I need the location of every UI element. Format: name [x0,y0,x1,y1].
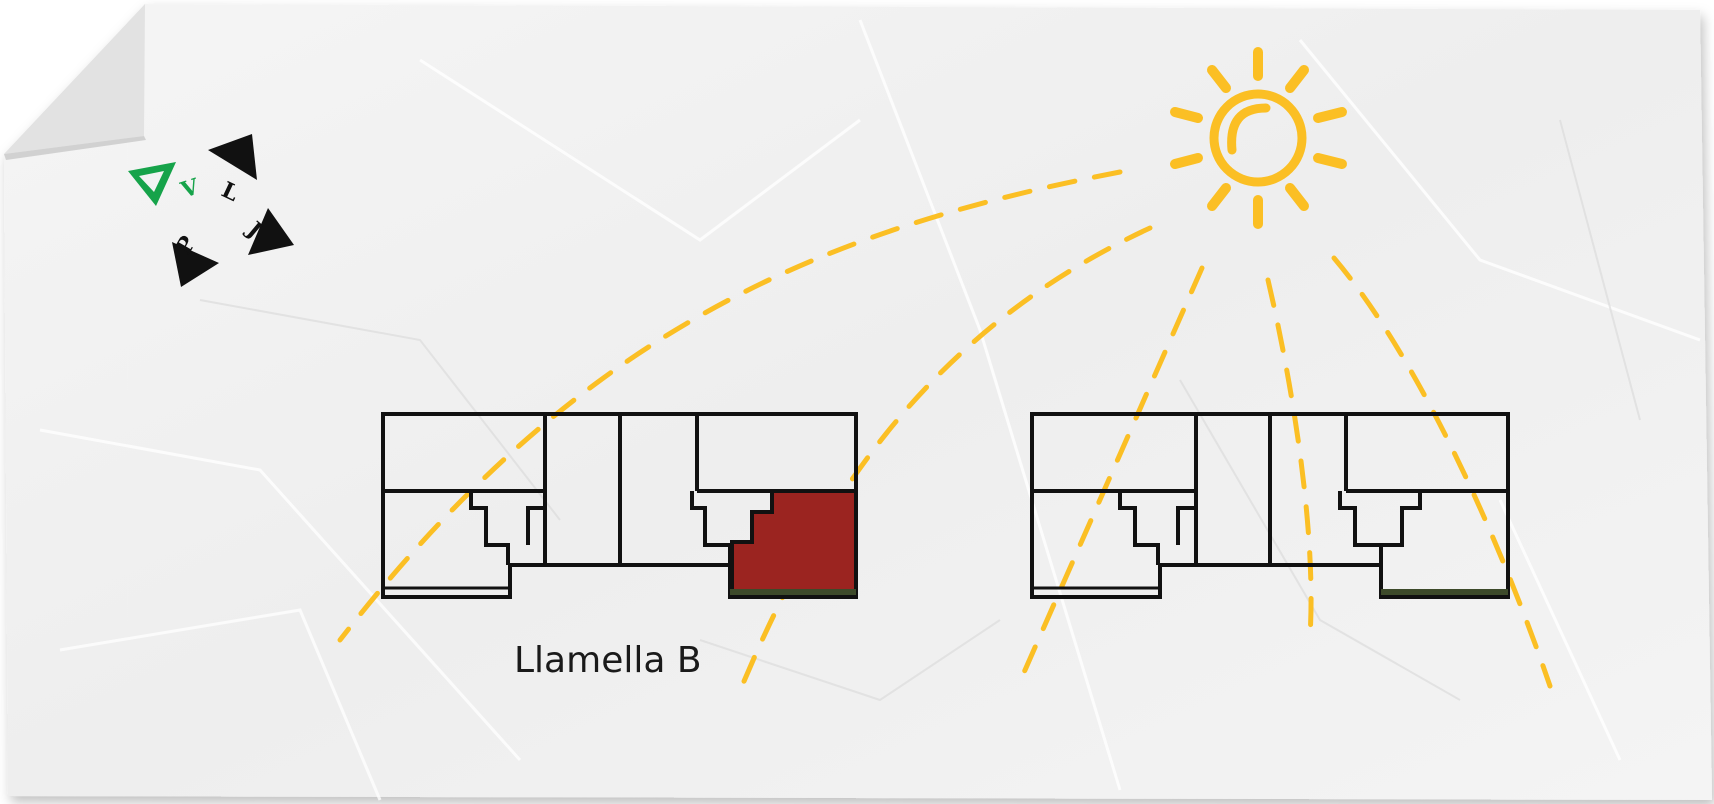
sun-ray-2 [739,225,1153,689]
sun-ray-5 [1331,255,1553,689]
sun-ray-4 [1265,277,1314,639]
building-left [381,412,858,599]
paper-sheet [4,4,1712,801]
building-right [1030,412,1510,599]
sun-ray-3 [1015,265,1205,689]
sun-icon [1170,47,1347,229]
sun-ray-1 [337,169,1123,643]
building-caption: Llamella B [514,640,702,681]
sun-rays [337,169,1553,689]
